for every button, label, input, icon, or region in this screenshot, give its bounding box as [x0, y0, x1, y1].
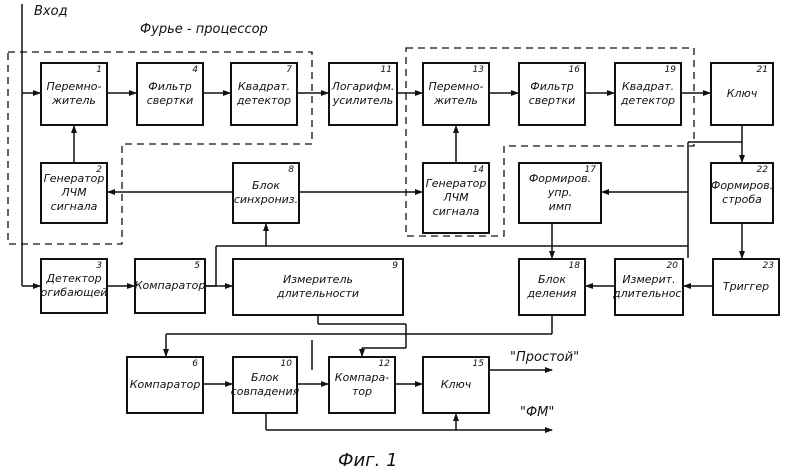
- block-number: 18: [569, 261, 580, 271]
- block-label: Детектор огибающей: [38, 272, 111, 300]
- output-fm-label: "ФМ": [520, 405, 554, 420]
- block-label: Формиров. упр. имп: [526, 172, 594, 214]
- block-number: 2: [96, 165, 102, 175]
- block-number: 5: [194, 261, 200, 271]
- block-22: 22Формиров. строба: [710, 162, 774, 224]
- block-number: 7: [286, 65, 292, 75]
- block-14: 14Генератор ЛЧМ сигнала: [422, 162, 490, 234]
- block-label: Триггер: [720, 280, 772, 294]
- block-5: 5Компаратор: [134, 258, 206, 314]
- block-23: 23Триггер: [712, 258, 780, 316]
- block-number: 15: [473, 359, 484, 369]
- block-number: 21: [757, 65, 768, 75]
- block-label: Компаратор: [132, 279, 209, 293]
- block-number: 8: [288, 165, 294, 175]
- block-label: Компара- тор: [332, 371, 392, 399]
- block-9: 9Измеритель длительности: [232, 258, 404, 316]
- block-11: 11Логарифм. усилитель: [328, 62, 398, 126]
- block-2: 2Генератор ЛЧМ сигнала: [40, 162, 108, 224]
- block-label: Блок совпадения: [228, 371, 303, 399]
- block-label: Блок синхрониз.: [231, 179, 301, 207]
- block-label: Ключ: [724, 87, 761, 101]
- block-8: 8Блок синхрониз.: [232, 162, 300, 224]
- block-15: 15Ключ: [422, 356, 490, 414]
- block-number: 6: [192, 359, 198, 369]
- block-number: 12: [379, 359, 390, 369]
- block-number: 17: [585, 165, 596, 175]
- block-number: 4: [192, 65, 198, 75]
- block-label: Перемно- житель: [426, 80, 487, 108]
- block-12: 12Компара- тор: [328, 356, 396, 414]
- block-13: 13Перемно- житель: [422, 62, 490, 126]
- block-17: 17Формиров. упр. имп: [518, 162, 602, 224]
- block-number: 11: [381, 65, 392, 75]
- block-number: 13: [473, 65, 484, 75]
- block-label: Ключ: [438, 378, 475, 392]
- block-label: Фильтр свертки: [526, 80, 578, 108]
- block-7: 7Квадрат. детектор: [230, 62, 298, 126]
- block-number: 10: [281, 359, 292, 369]
- block-label: Перемно- житель: [44, 80, 105, 108]
- block-number: 20: [667, 261, 678, 271]
- block-19: 19Квадрат. детектор: [614, 62, 682, 126]
- output-simple-label: "Простой": [510, 350, 579, 365]
- block-3: 3Детектор огибающей: [40, 258, 108, 314]
- fourier-processor-label: Фурье - процессор: [140, 22, 268, 37]
- block-label: Логарифм. усилитель: [329, 80, 398, 108]
- block-label: Генератор ЛЧМ сигнала: [423, 177, 490, 219]
- block-1: 1Перемно- житель: [40, 62, 108, 126]
- block-label: Квадрат. детектор: [618, 80, 678, 108]
- figure-caption: Фиг. 1: [338, 450, 398, 471]
- block-number: 22: [757, 165, 768, 175]
- block-number: 1: [96, 65, 102, 75]
- block-number: 3: [96, 261, 102, 271]
- block-label: Формиров. строба: [708, 179, 776, 207]
- block-label: Измерит. длительнос.: [610, 273, 688, 301]
- block-4: 4Фильтр свертки: [136, 62, 204, 126]
- block-number: 23: [763, 261, 774, 271]
- block-number: 14: [473, 165, 484, 175]
- block-label: Блок деления: [524, 273, 579, 301]
- block-number: 19: [665, 65, 676, 75]
- input-label: Вход: [34, 4, 68, 19]
- block-18: 18Блок деления: [518, 258, 586, 316]
- block-label: Компаратор: [127, 378, 204, 392]
- block-21: 21Ключ: [710, 62, 774, 126]
- block-20: 20Измерит. длительнос.: [614, 258, 684, 316]
- block-label: Измеритель длительности: [274, 273, 362, 301]
- block-10: 10Блок совпадения: [232, 356, 298, 414]
- block-6: 6Компаратор: [126, 356, 204, 414]
- block-16: 16Фильтр свертки: [518, 62, 586, 126]
- block-label: Генератор ЛЧМ сигнала: [41, 172, 108, 214]
- block-number: 16: [569, 65, 580, 75]
- block-label: Фильтр свертки: [144, 80, 196, 108]
- block-number: 9: [392, 261, 398, 271]
- block-label: Квадрат. детектор: [234, 80, 294, 108]
